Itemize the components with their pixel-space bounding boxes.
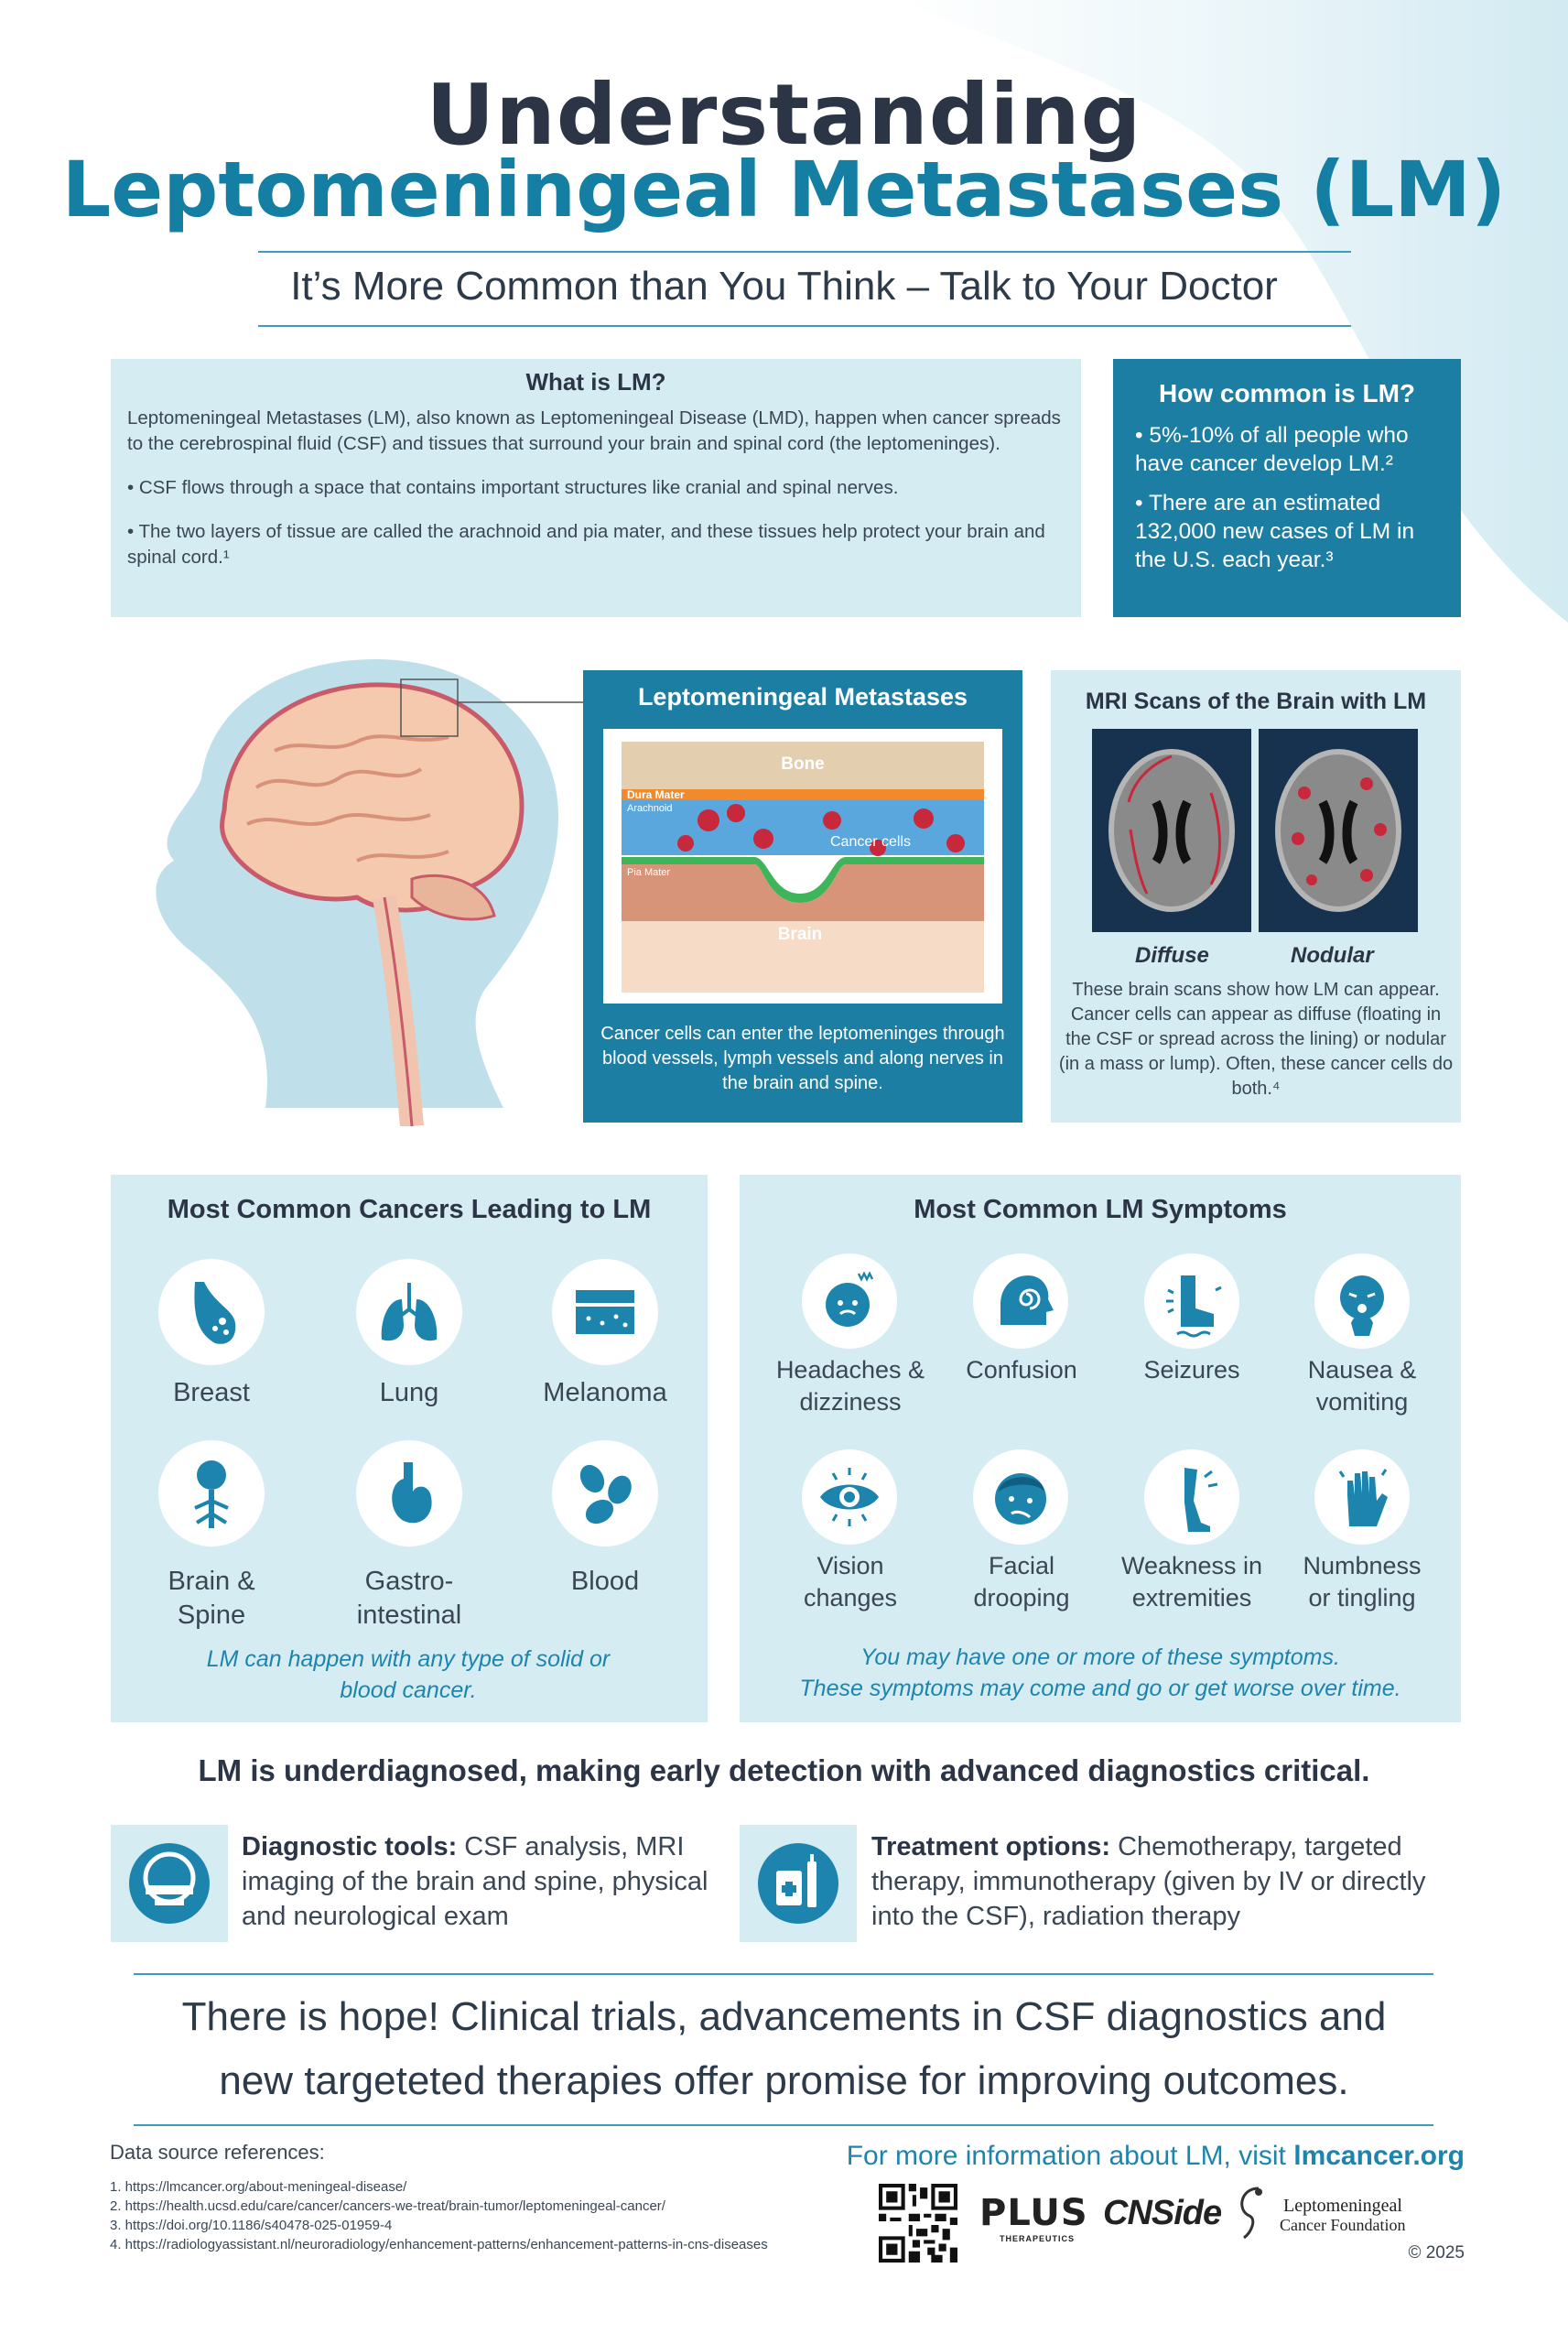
- mri-heading: MRI Scans of the Brain with LM: [1085, 689, 1427, 714]
- symptom-label-weakness: Weakness in extremities: [1120, 1552, 1263, 1612]
- more-info-link[interactable]: lmcancer.org: [1293, 2141, 1465, 2171]
- more-info-text: For more information about LM, visit: [846, 2141, 1294, 2171]
- diagnostic-tools-text: Diagnostic tools: CSF analysis, MRI imag…: [242, 1829, 718, 1934]
- leg-icon: [1144, 1449, 1239, 1545]
- diagnostic-tools-description: CSF analysis, MRI imaging of the brain a…: [242, 1832, 708, 1931]
- seizure-icon: [1144, 1253, 1239, 1349]
- treatment-options-label: Treatment options:: [871, 1832, 1111, 1861]
- diagnostic-icon-box: [111, 1825, 228, 1942]
- cancer-label-breast: Breast: [173, 1378, 250, 1407]
- label-bone: Bone: [781, 754, 825, 774]
- hope-line-1: There is hope! Clinical trials, advancem…: [181, 1994, 1387, 2039]
- lcf-logo-mark: [1240, 2187, 1262, 2240]
- breast-icon: [158, 1259, 265, 1365]
- symptoms-note-line-2: These symptoms may come and go or get wo…: [799, 1676, 1401, 1701]
- mri-label-diffuse: Diffuse: [1135, 943, 1209, 968]
- cnside-logo: CNSide: [1103, 2194, 1222, 2232]
- symptom-label-seizures: Seizures: [1143, 1356, 1240, 1384]
- plus-therapeutics-logo: PLUS: [979, 2192, 1088, 2234]
- lm-layers-diagram: Bone Dura Mater Arachnoid Cancer cells P…: [603, 729, 1002, 1004]
- symptom-label-nausea: Nausea & vomiting: [1307, 1356, 1417, 1416]
- hand-icon: [1314, 1449, 1410, 1545]
- hope-divider-bottom: [134, 2124, 1433, 2126]
- what-is-lm-bullet-1: • CSF flows through a space that contain…: [127, 477, 899, 498]
- symptom-label-facial: Facial drooping: [973, 1552, 1070, 1612]
- reference-item[interactable]: 4. https://radiologyassistant.nl/neurora…: [110, 2237, 768, 2252]
- how-common-heading: How common is LM?: [1159, 379, 1415, 407]
- cancer-label-blood: Blood: [570, 1567, 640, 1596]
- references-list: 1. https://lmcancer.org/about-meningeal-…: [110, 2177, 806, 2254]
- what-is-lm-box: What is LM? Leptomeningeal Metastases (L…: [111, 359, 1081, 617]
- diagnostic-tools-label: Diagnostic tools:: [242, 1832, 458, 1861]
- label-arachnoid: Arachnoid: [627, 803, 673, 814]
- symptoms-note-line-1: You may have one or more of these sympto…: [860, 1644, 1340, 1670]
- reference-item[interactable]: 2. https://health.ucsd.edu/care/cancer/c…: [110, 2198, 665, 2214]
- hope-statement: There is hope! Clinical trials, advancem…: [0, 1985, 1568, 2113]
- label-dura-mater: Dura Mater: [627, 788, 685, 801]
- blood-cells-icon: [552, 1440, 658, 1546]
- references-heading: Data source references:: [110, 2141, 325, 2164]
- title-line-2: Leptomeningeal Metastases (LM): [61, 145, 1507, 234]
- subtitle: It’s More Common than You Think – Talk t…: [290, 264, 1278, 309]
- lcf-logo-line-2: Cancer Foundation: [1280, 2216, 1406, 2234]
- reference-item[interactable]: 3. https://doi.org/10.1186/s40478-025-01…: [110, 2218, 393, 2233]
- label-brain: Brain: [778, 925, 823, 944]
- treatment-icon-box: [740, 1825, 857, 1942]
- stomach-icon: [356, 1440, 462, 1546]
- how-common-box: How common is LM? • 5%-10% of all people…: [1113, 359, 1461, 617]
- lm-diagram-heading: Leptomeningeal Metastases: [637, 683, 968, 711]
- eye-icon: [802, 1449, 897, 1545]
- plus-therapeutics-logo-sub: THERAPEUTICS: [1000, 2234, 1076, 2243]
- treatment-options-text: Treatment options: Chemotherapy, targete…: [871, 1829, 1457, 1934]
- lm-diagram-panel: Leptomeningeal Metastases Bone Dura Mate…: [583, 670, 1022, 1123]
- head-brain-illustration: [156, 659, 586, 1126]
- lm-diagram-caption: Cancer cells can enter the leptomeninges…: [600, 1024, 1005, 1093]
- headache-icon: [802, 1253, 897, 1349]
- mri-caption: These brain scans show how LM can appear…: [1058, 980, 1454, 1099]
- label-pia-mater: Pia Mater: [627, 867, 670, 878]
- nausea-icon: [1314, 1253, 1410, 1349]
- face-icon: [973, 1449, 1068, 1545]
- cancers-section: Most Common Cancers Leading to LM Breast…: [111, 1175, 708, 1722]
- copyright: © 2025: [1408, 2243, 1465, 2263]
- lcf-logo-line-1: Leptomeningeal: [1283, 2196, 1402, 2216]
- underdiagnosed-statement: LM is underdiagnosed, making early detec…: [198, 1753, 1370, 1787]
- hope-line-2: new targeteted therapies offer promise f…: [219, 2058, 1349, 2103]
- mri-label-nodular: Nodular: [1291, 943, 1374, 968]
- symptom-label-vision: Vision changes: [803, 1552, 898, 1612]
- reference-item[interactable]: 1. https://lmcancer.org/about-meningeal-…: [110, 2179, 407, 2195]
- title-line-1: Understanding: [426, 66, 1142, 164]
- more-info: For more information about LM, visit lmc…: [796, 2141, 1465, 2172]
- cancer-label-gastrointestinal: Gastro- intestinal: [356, 1567, 462, 1630]
- brain-spine-icon: [158, 1440, 265, 1546]
- label-cancer-cells: Cancer cells: [830, 834, 911, 850]
- cancers-heading: Most Common Cancers Leading to LM: [167, 1195, 652, 1224]
- confusion-icon: [973, 1253, 1068, 1349]
- lungs-icon: [356, 1259, 462, 1365]
- skin-icon: [552, 1259, 658, 1365]
- cancer-label-melanoma: Melanoma: [543, 1378, 667, 1407]
- treatment-options-description: Chemotherapy, targeted therapy, immunoth…: [871, 1832, 1426, 1931]
- cancers-note: LM can happen with any type of solid or …: [206, 1646, 611, 1703]
- cancer-label-lung: Lung: [379, 1378, 439, 1407]
- medicine-icon: [758, 1843, 838, 1924]
- symptom-label-numbness: Numbness or tingling: [1303, 1552, 1422, 1612]
- symptoms-heading: Most Common LM Symptoms: [914, 1195, 1287, 1224]
- how-common-bullet-2: • There are an estimated 132,000 new cas…: [1135, 491, 1415, 572]
- mri-panel: MRI Scans of the Brain with LM Diffuse N…: [1051, 670, 1461, 1123]
- symptom-label-confusion: Confusion: [966, 1356, 1077, 1384]
- what-is-lm-bullet-2: • The two layers of tissue are called th…: [127, 521, 1045, 568]
- qr-code[interactable]: [879, 2184, 957, 2263]
- hope-divider-top: [134, 1973, 1433, 1975]
- symptom-label-headaches: Headaches & dizziness: [775, 1356, 925, 1416]
- how-common-bullet-1: • 5%-10% of all people who have cancer d…: [1135, 423, 1409, 476]
- what-is-lm-heading: What is LM?: [525, 368, 666, 396]
- mri-scanner-icon: [129, 1843, 210, 1924]
- mri-scans-image: [1092, 729, 1418, 932]
- subtitle-divider: [258, 325, 1351, 327]
- title-divider: [258, 251, 1351, 253]
- what-is-lm-paragraph: Leptomeningeal Metastases (LM), also kno…: [127, 407, 1061, 454]
- cancer-label-brain-spine: Brain & Spine: [168, 1567, 255, 1630]
- symptoms-section: Most Common LM Symptoms Headaches & dizz…: [740, 1175, 1461, 1722]
